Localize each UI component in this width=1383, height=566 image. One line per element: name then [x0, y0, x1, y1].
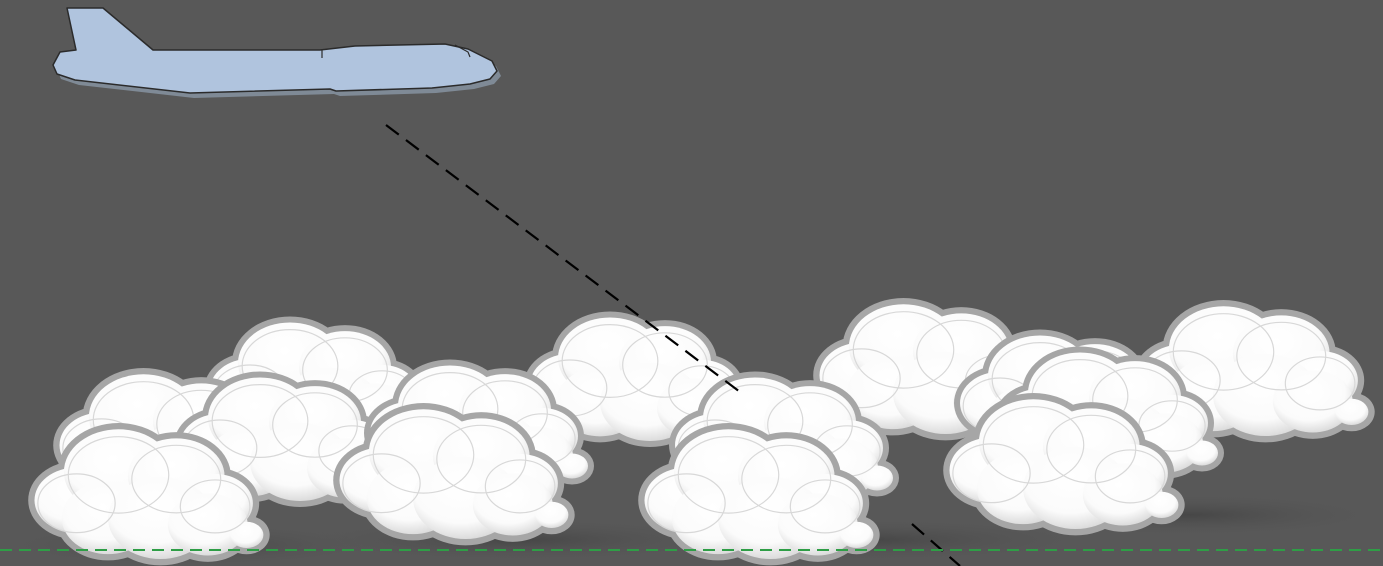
scene-diagram — [0, 0, 1383, 566]
